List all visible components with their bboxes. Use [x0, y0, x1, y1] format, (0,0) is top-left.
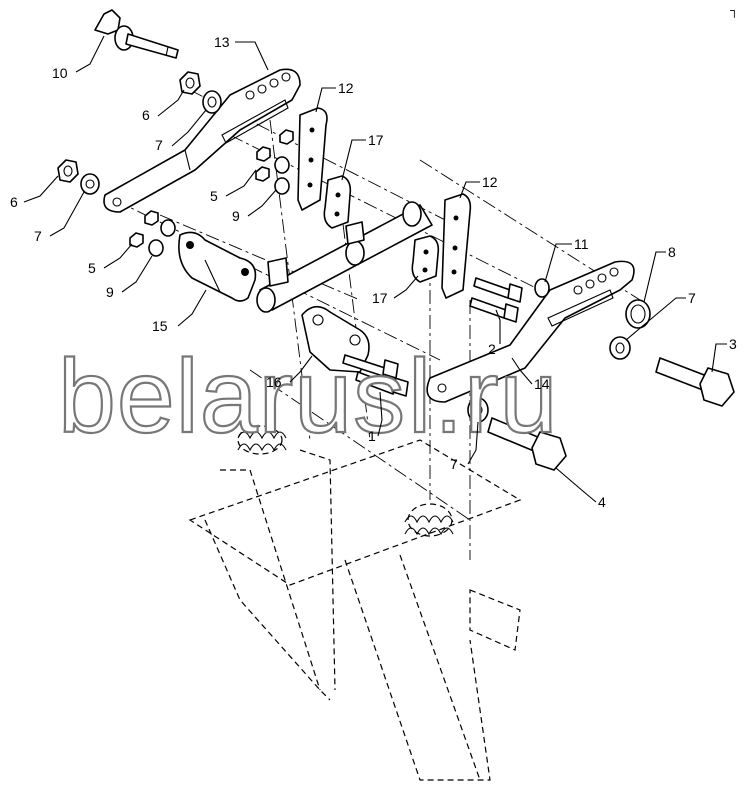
- part-3-bolt: [655, 357, 735, 407]
- callout-16: 16: [266, 374, 282, 390]
- callout-10: 10: [52, 65, 68, 81]
- callout-6b: 6: [10, 194, 18, 210]
- ghost-assembly: [188, 425, 522, 781]
- cross-shaft: [256, 201, 433, 313]
- corner-mark: ┐: [730, 3, 739, 18]
- callout-5b: 5: [88, 260, 96, 276]
- callout-17a: 17: [368, 132, 384, 148]
- part-12-bracket-a: [297, 107, 328, 211]
- callout-7d: 7: [450, 456, 458, 472]
- callout-12b: 12: [482, 174, 498, 190]
- callout-1: 1: [368, 428, 376, 444]
- part-5-nuts-b: [129, 210, 159, 248]
- part-13-link: [103, 68, 301, 213]
- part-8-ring: [625, 299, 651, 329]
- callout-15: 15: [152, 318, 168, 334]
- callout-9b: 9: [106, 284, 114, 300]
- part-15-bracket: [178, 231, 257, 302]
- part-16-bracket: [301, 305, 370, 373]
- part-14-link: [426, 260, 635, 403]
- callout-17b: 17: [372, 290, 388, 306]
- callout-7c: 7: [688, 290, 696, 306]
- callout-6a: 6: [142, 107, 150, 123]
- callout-11: 11: [574, 236, 589, 252]
- callouts: 10 13 6 7 12 17 6 7 5 9 12 11 8 5 9 7 3: [10, 34, 737, 510]
- ghost-springs: [237, 431, 454, 536]
- part-2-bolts: [469, 277, 523, 323]
- part-7-washer-c: [609, 336, 631, 360]
- part-7-washer-a: [202, 90, 222, 114]
- part-6-nut-b: [57, 159, 79, 183]
- part-5-nuts-a: [255, 129, 294, 182]
- callout-5a: 5: [210, 188, 218, 204]
- callout-8: 8: [668, 244, 676, 260]
- part-17-plate-b: [411, 235, 440, 283]
- callout-7b: 7: [34, 228, 42, 244]
- callout-2: 2: [488, 341, 496, 357]
- part-7-washer-b: [80, 173, 100, 195]
- part-12-bracket-b: [441, 193, 472, 299]
- part-4-bolt: [487, 417, 567, 471]
- part-6-nut-a: [179, 71, 201, 95]
- site-watermark: belarusǀ.ru: [58, 339, 558, 455]
- callout-9a: 9: [232, 208, 240, 224]
- callout-4: 4: [598, 494, 606, 510]
- callout-14: 14: [534, 376, 550, 392]
- part-17-plate-a: [323, 175, 352, 229]
- part-11-washer: [534, 278, 550, 298]
- callout-12a: 12: [338, 80, 354, 96]
- callout-13: 13: [214, 34, 230, 50]
- part-1-bolts: [342, 354, 409, 397]
- part-9-washers-b: [148, 219, 176, 257]
- callout-7a: 7: [155, 137, 163, 153]
- part-10-pin: [94, 9, 179, 59]
- part-9-washers-a: [274, 156, 290, 195]
- callout-3: 3: [729, 336, 737, 352]
